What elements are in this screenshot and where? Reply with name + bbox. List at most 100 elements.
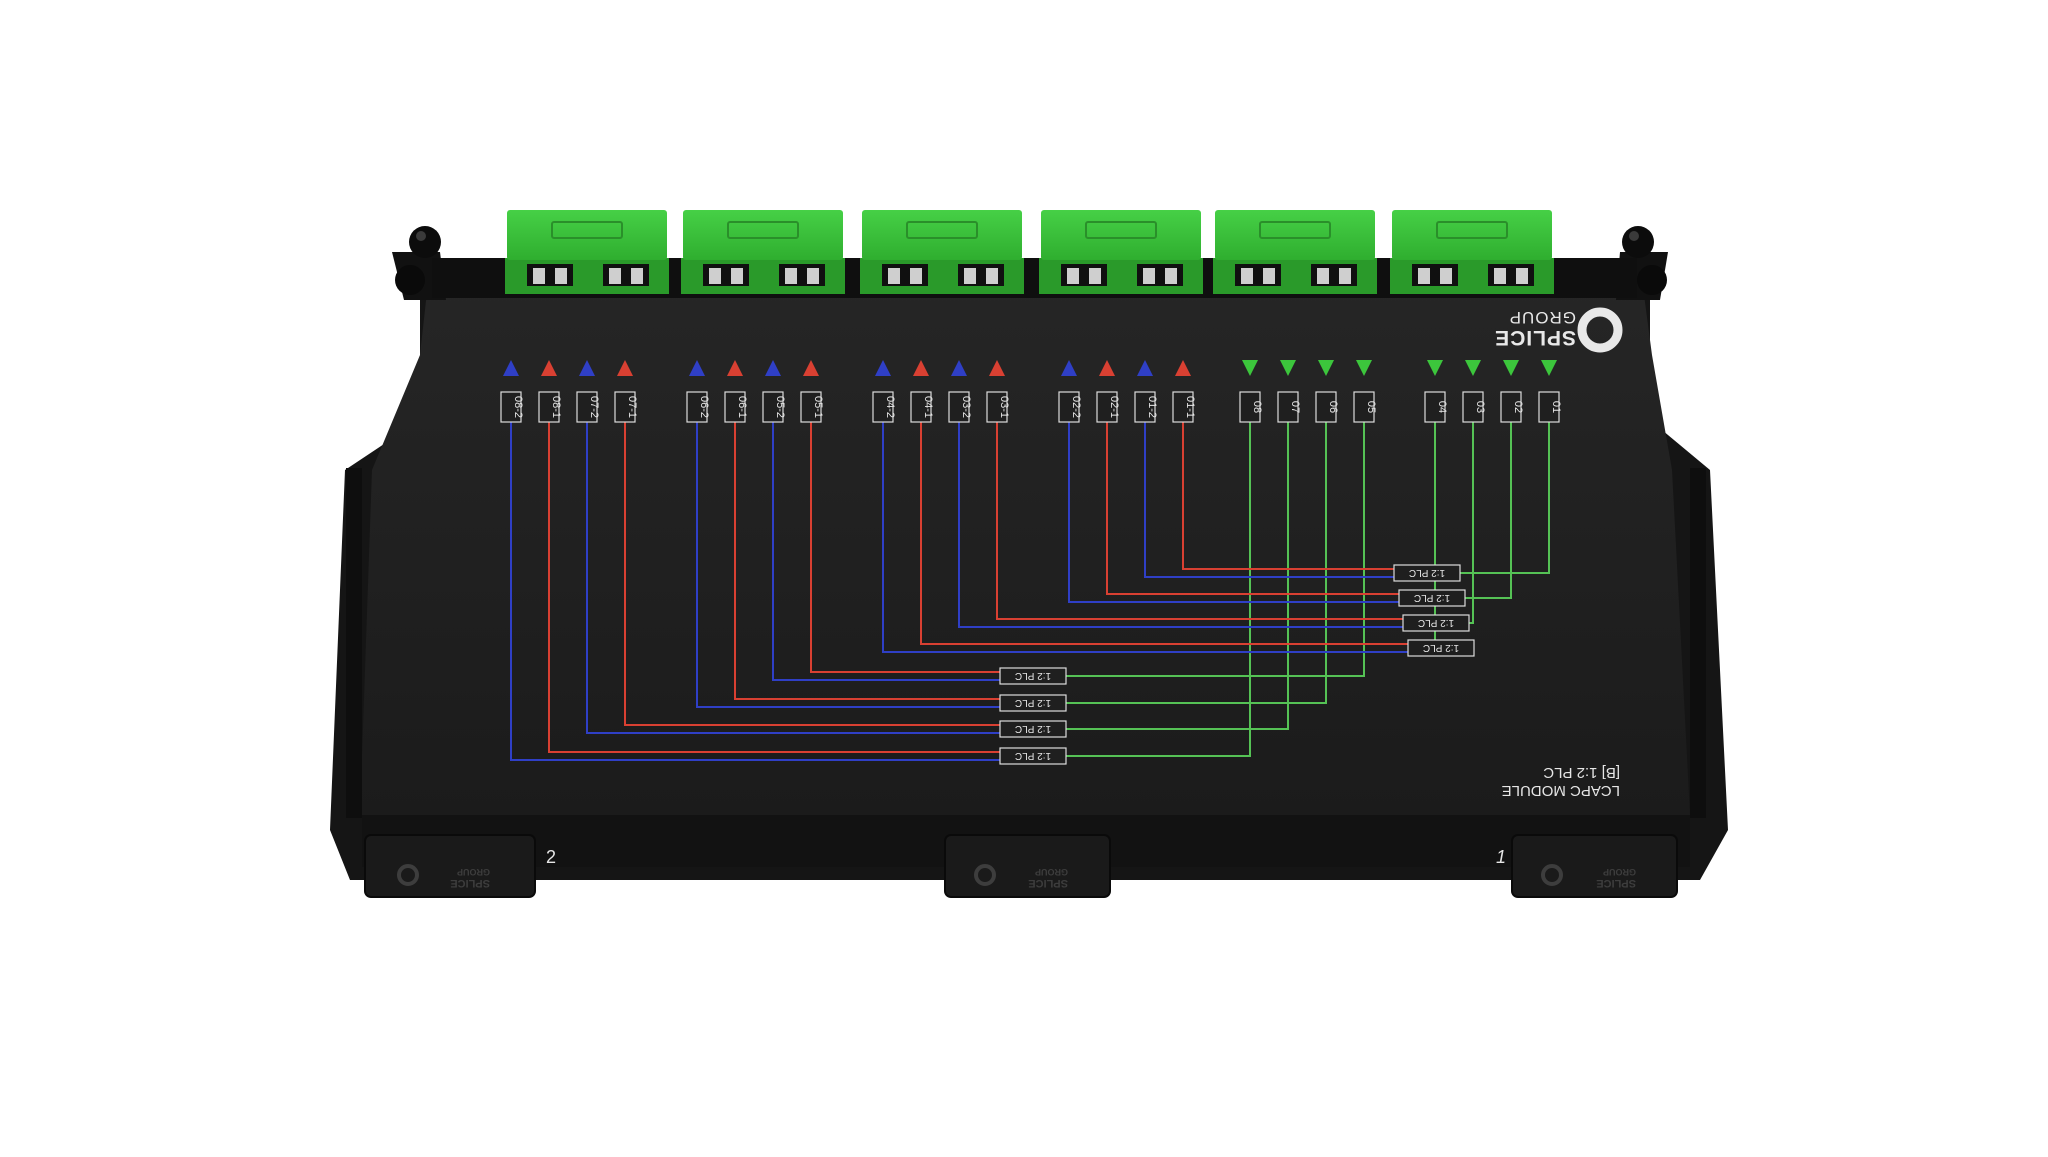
output-arrow-icon bbox=[1175, 360, 1191, 376]
input-arrow-icon bbox=[1318, 360, 1334, 376]
output-arrow-icon bbox=[951, 360, 967, 376]
fiber-trace bbox=[1068, 422, 1399, 603]
splitter-box: 1:2 PLC bbox=[1398, 589, 1466, 607]
foot-logo-bottom: GROUP bbox=[1035, 867, 1068, 877]
port-label: 02-2 bbox=[1058, 391, 1082, 423]
output-arrow-icon bbox=[989, 360, 1005, 376]
port-label: 04-1 bbox=[910, 391, 934, 423]
port-label: 05 bbox=[1353, 391, 1377, 423]
lc-port[interactable] bbox=[703, 264, 749, 286]
lc-port[interactable] bbox=[527, 264, 573, 286]
fiber-trace bbox=[1066, 422, 1327, 704]
port-label: 03 bbox=[1462, 391, 1486, 423]
foot-latch-right[interactable]: SPLICE GROUP bbox=[1511, 834, 1678, 898]
port-label-text: 06 bbox=[1327, 401, 1339, 413]
port-label-text: 05 bbox=[1365, 401, 1377, 413]
side-number-right: 1 bbox=[1496, 847, 1506, 867]
port-label: 07 bbox=[1277, 391, 1301, 423]
port-label-text: 08-2 bbox=[512, 396, 524, 418]
port-label-text: 06-1 bbox=[736, 396, 748, 418]
port-label-text: 02-2 bbox=[1070, 396, 1082, 418]
port-label: 08-1 bbox=[538, 391, 562, 423]
output-arrow-icon bbox=[765, 360, 781, 376]
output-arrow-icon bbox=[541, 360, 557, 376]
input-arrow-icon bbox=[1356, 360, 1372, 376]
splitter-labels: 1:2 PLC 1:2 PLC 1:2 PLC 1:2 PLC 1:2 PLC 1:2 P… bbox=[999, 564, 1475, 765]
lc-port[interactable] bbox=[1311, 264, 1357, 286]
port-label-text: 02-1 bbox=[1108, 396, 1120, 418]
module-caption: [B] 1:2 PLC LCAPC MODULE bbox=[1502, 764, 1620, 799]
port-label-text: 08 bbox=[1251, 401, 1263, 413]
lc-port[interactable] bbox=[1488, 264, 1534, 286]
swirl-icon bbox=[1577, 307, 1623, 353]
port-label: 02-1 bbox=[1096, 391, 1120, 423]
lc-duplex-adapter[interactable] bbox=[1213, 210, 1377, 294]
splitter-label-text: 1:2 PLC bbox=[1409, 567, 1445, 578]
fiber-trace bbox=[1469, 422, 1474, 624]
swirl-icon bbox=[397, 864, 419, 886]
fiber-trace bbox=[1066, 422, 1289, 730]
port-label: 07-1 bbox=[614, 391, 638, 423]
splitter-box: 1:2 PLC bbox=[999, 667, 1067, 685]
brand-logo-mirrored: SPLICE GROUP bbox=[1494, 307, 1623, 353]
lc-duplex-adapter[interactable] bbox=[1039, 210, 1203, 294]
splitter-label-text: 1:2 PLC bbox=[1015, 723, 1051, 734]
port-label-text: 01 bbox=[1550, 401, 1562, 413]
lc-duplex-adapter[interactable] bbox=[681, 210, 845, 294]
lc-port[interactable] bbox=[958, 264, 1004, 286]
input-arrow-icon bbox=[1427, 360, 1443, 376]
splitter-box: 1:2 PLC bbox=[1402, 614, 1470, 632]
fiber-trace bbox=[1460, 422, 1550, 574]
port-label: 03-1 bbox=[986, 391, 1010, 423]
fiber-trace bbox=[996, 422, 1403, 620]
lc-duplex-adapter[interactable] bbox=[1390, 210, 1554, 294]
lc-port[interactable] bbox=[1137, 264, 1183, 286]
fiber-trace bbox=[920, 422, 1408, 645]
port-label-text: 04-1 bbox=[922, 396, 934, 418]
fiber-trace bbox=[1106, 422, 1399, 595]
fiber-trace bbox=[1465, 422, 1512, 599]
port-label: 05-1 bbox=[800, 391, 824, 423]
output-arrow-icon bbox=[727, 360, 743, 376]
fiber-trace bbox=[696, 422, 1000, 708]
fiber-trace bbox=[810, 422, 1000, 673]
lc-port[interactable] bbox=[882, 264, 928, 286]
fiber-trace bbox=[624, 422, 1000, 726]
fiber-trace bbox=[882, 422, 1408, 653]
lc-port[interactable] bbox=[779, 264, 825, 286]
splitter-box: 1:2 PLC bbox=[999, 747, 1067, 765]
input-arrow-icon bbox=[1242, 360, 1258, 376]
lc-adapter-row bbox=[505, 210, 1554, 294]
port-label-text: 07-2 bbox=[588, 396, 600, 418]
lc-duplex-adapter[interactable] bbox=[505, 210, 669, 294]
splitter-box: 1:2 PLC bbox=[999, 694, 1067, 712]
lc-port[interactable] bbox=[603, 264, 649, 286]
output-arrow-icon bbox=[913, 360, 929, 376]
side-rail-right bbox=[1690, 468, 1706, 818]
port-label-text: 05-1 bbox=[812, 396, 824, 418]
side-number-left: 2 bbox=[546, 847, 556, 867]
lc-port[interactable] bbox=[1412, 264, 1458, 286]
lc-port[interactable] bbox=[1061, 264, 1107, 286]
splitter-label-text: 1:2 PLC bbox=[1414, 592, 1450, 603]
input-arrow-icon bbox=[1280, 360, 1296, 376]
lc-duplex-adapter[interactable] bbox=[860, 210, 1024, 294]
port-label: 03-2 bbox=[948, 391, 972, 423]
foot-latch-center[interactable]: SPLICE GROUP bbox=[944, 834, 1111, 898]
port-label: 07-2 bbox=[576, 391, 600, 423]
side-rail-left bbox=[346, 468, 362, 818]
input-arrow-icon bbox=[1503, 360, 1519, 376]
foot-logo-top: SPLICE bbox=[1028, 877, 1068, 889]
foot-logo-bottom: GROUP bbox=[1603, 867, 1636, 877]
port-label: 06-1 bbox=[724, 391, 748, 423]
fiber-trace bbox=[734, 422, 1000, 700]
lc-port[interactable] bbox=[1235, 264, 1281, 286]
port-label: 02 bbox=[1500, 391, 1524, 423]
module-caption-line2: LCAPC MODULE bbox=[1502, 782, 1620, 799]
port-label-text: 08-1 bbox=[550, 396, 562, 418]
port-label-text: 03 bbox=[1474, 401, 1486, 413]
foot-latch-left[interactable]: SPLICE GROUP bbox=[364, 834, 536, 898]
